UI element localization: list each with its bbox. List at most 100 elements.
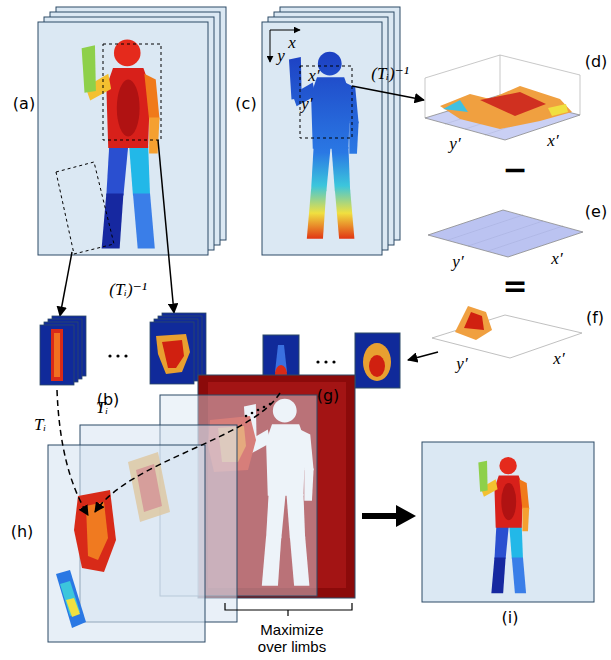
segmented-body: [82, 40, 160, 249]
surface-plot: [425, 78, 426, 118]
max-bracket: [225, 603, 352, 610]
surface-plot: [548, 104, 568, 116]
axis-label: x′: [547, 131, 558, 151]
warp-arrow: [95, 393, 280, 512]
segmented-body: [501, 483, 516, 520]
panel-letter: (g): [317, 387, 340, 405]
panel-letter: (c): [235, 95, 256, 113]
limb-image: [363, 343, 391, 381]
segmented-body: [478, 461, 487, 492]
segmented-body: [106, 68, 150, 148]
limb-layer-stack: [86, 502, 108, 560]
limb-layer-stack: [60, 581, 80, 616]
axis-label: x′: [553, 349, 564, 369]
image-axes: [270, 30, 271, 62]
limb-image-stack: [40, 325, 74, 385]
limb-image-stack: [54, 333, 60, 377]
max-bracket: [225, 603, 352, 616]
segmented-body: [522, 508, 529, 532]
result-arrow: [362, 505, 416, 527]
segmented-body: [149, 118, 159, 154]
limb-image-stack: [40, 313, 206, 385]
surface-plot: [443, 100, 468, 112]
transform-arrow: [158, 140, 174, 313]
surface-plot: [480, 92, 546, 116]
frame-stack: [262, 22, 382, 255]
ellipsis-dots: [263, 406, 266, 409]
frame-stack: [38, 22, 208, 255]
surface-plot: [425, 55, 580, 140]
axis-label: y′: [456, 354, 467, 374]
limb-box: [56, 162, 114, 254]
limb-layer-stack: [56, 570, 86, 628]
ellipsis-dots: [116, 354, 119, 357]
operator-sign: −: [502, 153, 527, 188]
transform-label: (Tᵢ)⁻¹: [109, 280, 147, 300]
depth-body: [331, 147, 350, 191]
transform-arrow: [60, 140, 174, 316]
panel-letter: (e): [585, 203, 607, 221]
ellipsis-dots: [245, 415, 248, 418]
surface-plot: [425, 55, 580, 78]
result-arrow: [396, 505, 416, 527]
ellipsis-dots: [108, 354, 335, 363]
transform-label: Tᵢ: [96, 398, 108, 418]
axis-label: y: [277, 46, 285, 66]
segmented-body: [82, 45, 96, 93]
segmented-body: [106, 146, 128, 195]
segmented-body: [133, 194, 155, 249]
axis-label: x′: [551, 249, 562, 269]
limb-box: [56, 44, 161, 254]
frame-stack: [262, 7, 400, 255]
limb-image-stack: [162, 340, 184, 368]
ellipsis-dots: [257, 409, 260, 412]
segmented-body: [102, 194, 124, 249]
residual-plot: [455, 306, 492, 340]
transform-arrow: [352, 86, 424, 100]
ellipsis-dots: [251, 412, 254, 415]
result-frame: [422, 442, 594, 602]
ellipsis-dots: [108, 354, 111, 357]
panel-letter: (a): [13, 95, 35, 113]
residual-plot: [464, 312, 484, 330]
segmented-body: [117, 80, 140, 137]
segmented-body: [512, 557, 526, 593]
depth-body: [289, 52, 359, 239]
limb-image-stack: [150, 322, 194, 384]
axis-label: y′: [449, 134, 460, 154]
segmented-body: [494, 476, 523, 528]
operation-note: Maximize over limbs: [246, 621, 338, 656]
warp-arrow: [57, 390, 280, 515]
limb-layer-stack: [48, 375, 355, 642]
depth-body: [307, 190, 327, 239]
operator-sign: =: [502, 269, 527, 304]
segmented-body: [129, 146, 150, 195]
depth-body: [335, 190, 355, 239]
panel-letter: (h): [11, 523, 34, 541]
panel-letter: (i): [502, 609, 519, 627]
panel-letter: (f): [586, 309, 604, 327]
limb-layer-stack: [48, 445, 205, 642]
axis-label: x′: [308, 66, 319, 86]
axis-label: y′: [301, 94, 312, 114]
ellipsis-dots: [124, 354, 127, 357]
segmented-body: [509, 526, 523, 558]
surface-plot: [580, 75, 581, 115]
transform-label: (Tᵢ)⁻¹: [371, 64, 409, 84]
depth-body: [311, 147, 331, 191]
limb-box: [300, 66, 352, 138]
depth-body: [349, 122, 358, 154]
segmented-body: [491, 557, 505, 593]
segmented-body: [494, 526, 508, 558]
limb-image: [369, 355, 385, 377]
limb-image-stack: [156, 334, 190, 374]
depth-body: [318, 52, 342, 76]
panel-letter: (d): [585, 53, 608, 71]
warp-arrow: [57, 390, 88, 515]
axis-label: y′: [452, 252, 463, 272]
axis-label: x: [288, 33, 296, 53]
image-axes: [270, 30, 300, 31]
ellipsis-dots: [324, 360, 327, 363]
